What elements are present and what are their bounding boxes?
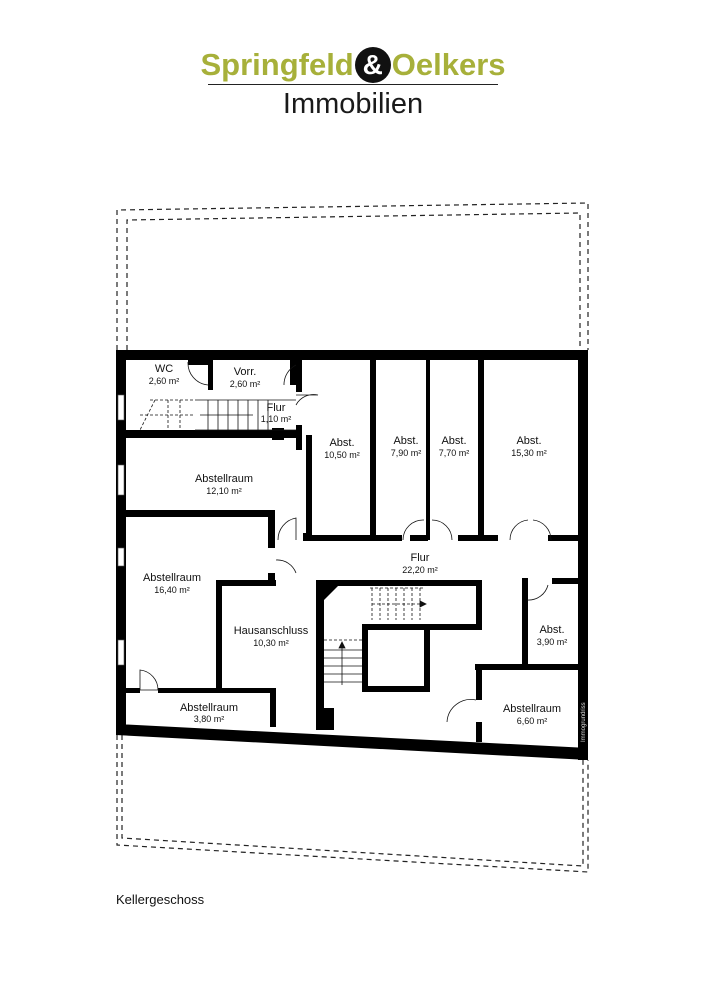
room-labels: WC 2,60 m² Vorr. 2,60 m² Flur 1,10 m² Ab… xyxy=(143,363,567,726)
doors xyxy=(139,361,552,723)
room-abstellraum-660-area: 6,60 m² xyxy=(517,716,548,726)
room-abst-1050-label: Abst. xyxy=(329,437,354,449)
room-abst-770-label: Abst. xyxy=(441,435,466,447)
windows xyxy=(117,394,125,666)
room-wc-label: WC xyxy=(155,363,173,375)
room-abstellraum-380-area: 3,80 m² xyxy=(194,714,225,724)
room-flur-large-area: 22,20 m² xyxy=(402,565,438,575)
logo-underline xyxy=(208,84,498,85)
room-flur-small-area: 1,10 m² xyxy=(261,414,292,424)
room-abst-1530-label: Abst. xyxy=(516,435,541,447)
room-abst-790-area: 7,90 m² xyxy=(391,448,422,458)
room-abstellraum-1210-area: 12,10 m² xyxy=(206,486,242,496)
room-flur-large-label: Flur xyxy=(411,552,430,564)
room-abstellraum-380-label: Abstellraum xyxy=(180,702,238,714)
brand-right: Oelkers xyxy=(391,47,506,82)
room-abstellraum-1640-area: 16,40 m² xyxy=(154,585,190,595)
ampersand-badge: & xyxy=(354,47,391,83)
brand-left: Springfeld xyxy=(200,47,354,82)
property-outline xyxy=(116,202,589,873)
room-abst-390-label: Abst. xyxy=(539,624,564,636)
room-abstellraum-1210-label: Abstellraum xyxy=(195,473,253,485)
room-hausanschluss-area: 10,30 m² xyxy=(253,638,289,648)
company-logo: Springfeld & Oelkers xyxy=(0,45,706,85)
watermark: Immogrundriss xyxy=(581,702,587,742)
room-abst-1050-area: 10,50 m² xyxy=(324,450,360,460)
walls xyxy=(116,350,588,760)
room-abst-790-label: Abst. xyxy=(393,435,418,447)
room-vorr-area: 2,60 m² xyxy=(230,379,261,389)
room-hausanschluss-label: Hausanschluss xyxy=(234,625,309,637)
brand-name: Springfeld & Oelkers xyxy=(200,45,506,85)
room-wc-area: 2,60 m² xyxy=(149,376,180,386)
room-abst-1530-area: 15,30 m² xyxy=(511,448,547,458)
room-vorr-label: Vorr. xyxy=(234,366,257,378)
stairs-lower xyxy=(324,587,427,685)
logo-subtitle: Immobilien xyxy=(282,88,424,120)
room-abstellraum-1640-label: Abstellraum xyxy=(143,572,201,584)
stairs-upper xyxy=(139,399,296,431)
floor-name: Kellergeschoss xyxy=(116,892,205,907)
room-abst-390-area: 3,90 m² xyxy=(537,637,568,647)
room-abst-770-area: 7,70 m² xyxy=(439,448,470,458)
room-abstellraum-660-label: Abstellraum xyxy=(503,703,561,715)
room-flur-small-label: Flur xyxy=(267,402,286,414)
